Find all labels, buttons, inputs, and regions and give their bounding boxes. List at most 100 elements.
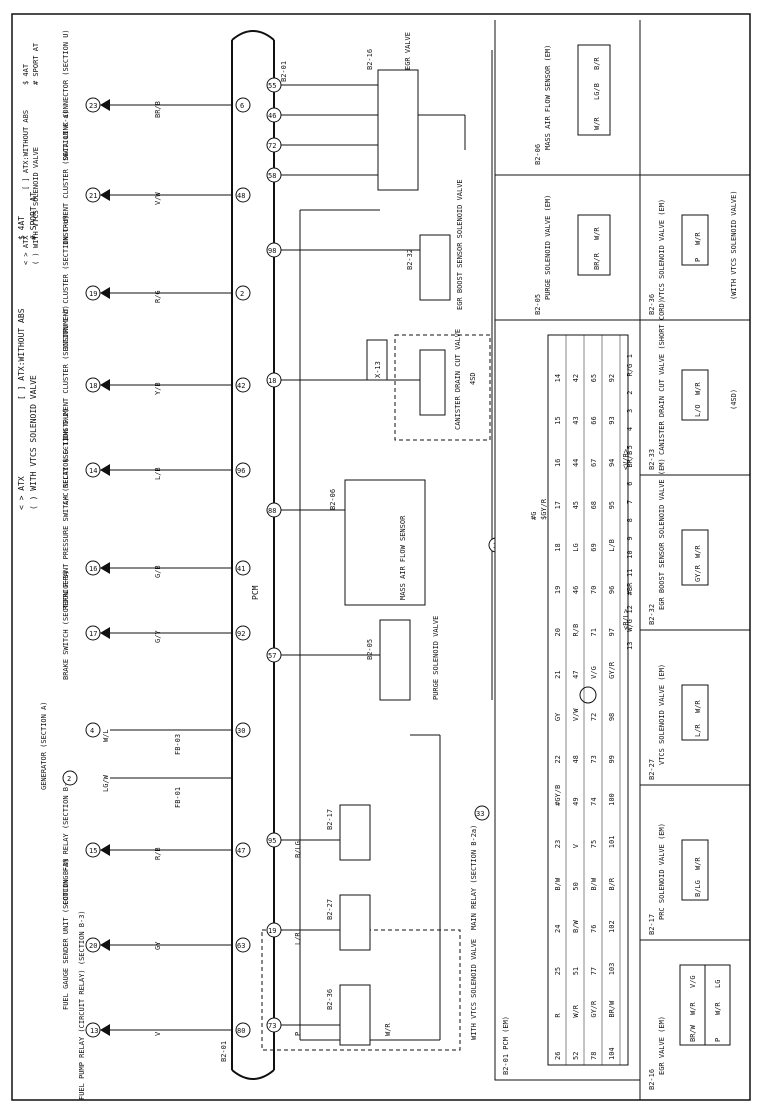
pin-cell: 48 [572, 755, 580, 763]
pin-cell: 14 [554, 374, 562, 382]
pin-cell: 3 [626, 409, 634, 413]
svg-text:BR/W: BR/W [689, 1024, 697, 1042]
pin-cell: 22 [554, 755, 562, 763]
pin-cell: B/W [572, 920, 580, 933]
table-legend: <B/L> [622, 609, 630, 630]
pin-cell: 50 [572, 882, 580, 890]
conn-pin: 80 [237, 1027, 245, 1035]
panel-id: B2-32 [648, 604, 656, 625]
pin-cell: 75 [590, 840, 598, 848]
pin-cell: 21 [554, 670, 562, 678]
conn-fuel-gauge: 20 GY 63 FUEL GAUGE SENDER UNIT (SECTION… [62, 858, 251, 1010]
panel-id: B2-06 [534, 144, 542, 165]
svg-text:EGR BOOST SENSOR SOLENOID VALV: EGR BOOST SENSOR SOLENOID VALVE [456, 179, 464, 310]
svg-text:(WITH VTCS SOLENOID VALVE): (WITH VTCS SOLENOID VALVE) [730, 190, 738, 300]
svg-text:18: 18 [268, 377, 276, 385]
conn-name: A/C RELAY (SECTION G-2) [62, 408, 70, 505]
table-legend: $GY/R [540, 498, 548, 520]
conn-pin: 48 [237, 192, 245, 200]
pin-cell: GY/R [608, 661, 616, 679]
component-b2-16: 55 46 72 58 B2-16 EGR VALVE [266, 32, 466, 191]
pin-cell: LG [572, 543, 580, 551]
component-b2-32: 98 B2-32 EGR BOOST SENSOR SOLENOID VALVE [266, 179, 464, 310]
conn-wire: L/B [154, 467, 162, 480]
table-legend: #G [530, 512, 538, 520]
conn-pin: 63 [237, 942, 245, 950]
svg-text:B2-16: B2-16 [366, 49, 374, 70]
pin-cell: 26 [554, 1052, 562, 1060]
pin-cell: 72 [590, 713, 598, 721]
conn-wire: V/W [154, 192, 162, 205]
pin-cell: 10 [626, 550, 634, 558]
pin-cell: 67 [590, 459, 598, 467]
svg-text:46: 46 [268, 112, 276, 120]
pin-cell: 16 [554, 459, 562, 467]
pin-cell: 101 [608, 836, 616, 849]
panel-id: B2-36 [648, 294, 656, 315]
conn-instrument-cluster-b: 18 Y/B 42 INSTRUMENT CLUSTER (SECTION C-… [62, 305, 251, 440]
svg-text:W/R: W/R [714, 1002, 722, 1015]
conn-num: 16 [89, 565, 97, 573]
conn-wire: Y/B [154, 382, 162, 395]
svg-text:W/R: W/R [694, 382, 702, 395]
pin-cell: 19 [554, 586, 562, 594]
pin-cell: 9 [626, 536, 634, 540]
conn-num: 4 [90, 727, 94, 735]
conn-name: INSTRUMENT CLUSTER (SECTION C-c) [62, 215, 70, 350]
pin-cell: 49 [572, 797, 580, 805]
svg-text:B/R: B/R [593, 57, 601, 70]
conn-fuel-pump-relay: 13 FUEL PUMP RELAY (CIRCUIT RELAY) (SECT… [78, 910, 251, 1100]
conn-wire: G/B [154, 565, 162, 578]
table-frame [494, 319, 641, 1081]
svg-text:B2-36: B2-36 [326, 989, 334, 1010]
pin-cell: 47 [572, 670, 580, 678]
header-notes: < > ATX ( ) WITH VTCS SOLENOID VALVE [ ]… [17, 192, 38, 510]
svg-text:W/R: W/R [384, 1023, 392, 1036]
panel-id: B2-05 [534, 294, 542, 315]
conn-brake-switch: 17 G/Y 92 BRAKE SWITCH (SECTION F-3) [62, 570, 251, 680]
pin-cell: #GY/B [554, 785, 562, 806]
pin-cell: 98 [608, 713, 616, 721]
conn-pin: 92 [237, 630, 245, 638]
svg-text:W/R: W/R [593, 227, 601, 240]
pin-cell: 2 [626, 390, 634, 394]
pin-cell: BR/B [626, 451, 634, 468]
conn-refrigerant: 16 G/B 41 REFRIGERANT PRESSURE SWITCH (S… [62, 437, 251, 610]
conn-num: 21 [89, 192, 97, 200]
pin-cell: 4 [626, 427, 634, 431]
pin-cell: 68 [590, 501, 598, 509]
svg-text:PURGE SOLENOID VALVE: PURGE SOLENOID VALVE [432, 616, 440, 700]
header-note: ( ) WITH VTCS SOLENOID VALVE [32, 147, 40, 265]
svg-text:MAIN RELAY (SECTION B-2a): MAIN RELAY (SECTION B-2a) [470, 825, 478, 930]
svg-text:EGR VALVE: EGR VALVE [404, 32, 412, 70]
svg-text:W/R: W/R [694, 700, 702, 713]
pin-cell: B/R [608, 877, 616, 890]
conn-instrument-cluster-c: 19 R/G 2 INSTRUMENT CLUSTER (SECTION C-c… [62, 215, 251, 350]
conn-num: 14 [89, 467, 97, 475]
pin-cell: 8 [626, 518, 634, 522]
pin-cell: 24 [554, 925, 562, 933]
pcm-bus-bottom-curve [231, 1069, 275, 1080]
pin-cell: 17 [554, 501, 562, 509]
pin-cell: 71 [590, 628, 598, 636]
conn-wire: G/Y [154, 630, 162, 643]
svg-text:W/R: W/R [694, 857, 702, 870]
svg-text:B2-17: B2-17 [326, 809, 334, 830]
pin-cell: 5 [626, 445, 634, 449]
svg-text:B/LG: B/LG [694, 880, 702, 897]
pin-cell: 95 [608, 501, 616, 509]
pin-cell: BR/W [608, 1000, 616, 1018]
pin-cell: 102 [608, 920, 616, 933]
conn-name: FUEL PUMP RELAY (CIRCUIT RELAY) (SECTION… [78, 910, 86, 1100]
conn-data-link: 23 BR/B 6 DATA LINK CONNECTOR (SECTION U… [62, 29, 251, 160]
pin-cell: 94 [608, 459, 616, 467]
svg-text:33: 33 [476, 810, 484, 818]
svg-text:P: P [294, 1032, 302, 1036]
panel-title: VTCS SOLENOID VALVE (EM) [658, 664, 666, 765]
conn-pin: 6 [240, 102, 244, 110]
svg-text:WITH VTCS SOLENOID VALVE: WITH VTCS SOLENOID VALVE [470, 939, 478, 1040]
conn-wire: W/L [102, 729, 110, 742]
pin-cell: 11 [626, 569, 634, 577]
pin-cell: R/B [572, 624, 580, 637]
